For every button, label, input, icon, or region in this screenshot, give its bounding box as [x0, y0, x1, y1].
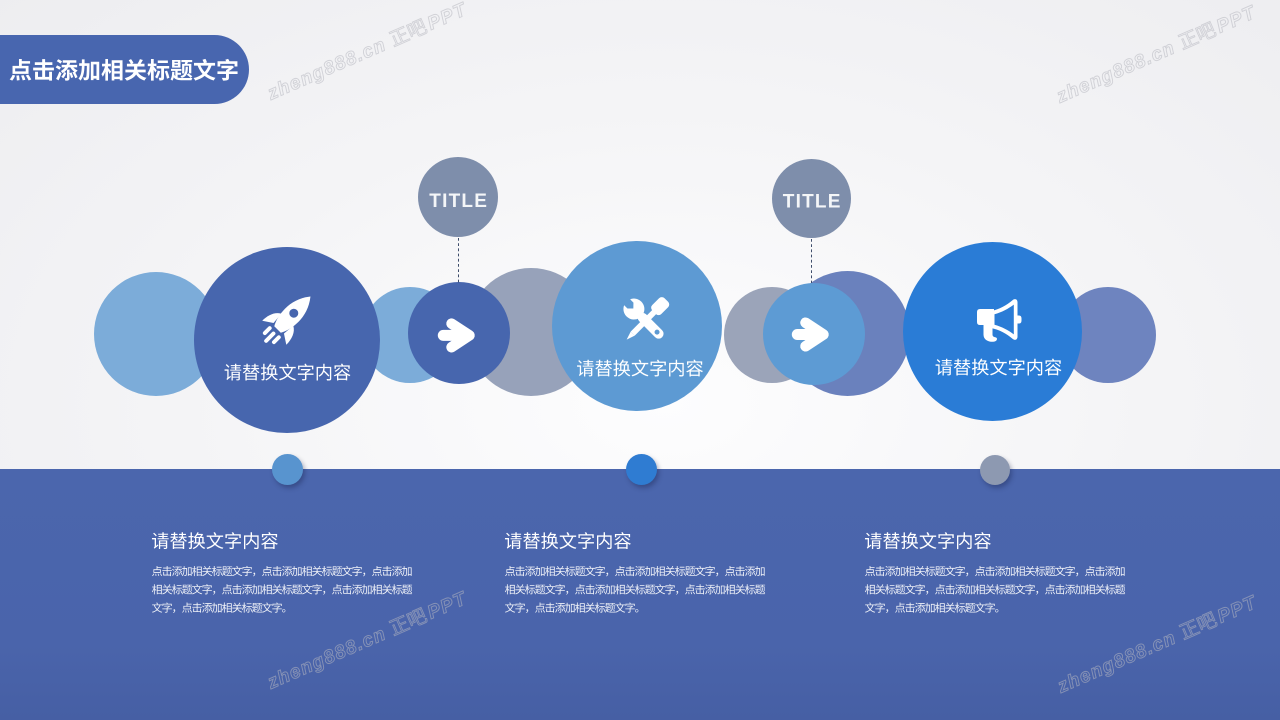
svg-text:zheng888.cn: zheng888.cn — [1054, 627, 1180, 698]
svg-text:zheng888.cn: zheng888.cn — [1053, 37, 1179, 108]
svg-text:PPT: PPT — [424, 0, 470, 35]
svg-text:zheng888.cn: zheng888.cn — [264, 34, 390, 105]
svg-text:zheng888.cn: zheng888.cn — [264, 623, 390, 694]
svg-text:PPT: PPT — [424, 588, 470, 624]
svg-text:PPT: PPT — [1213, 2, 1259, 38]
svg-text:PPT: PPT — [1214, 592, 1260, 628]
svg-text:TITLE: TITLE — [429, 191, 488, 212]
svg-text:TITLE: TITLE — [783, 192, 842, 213]
